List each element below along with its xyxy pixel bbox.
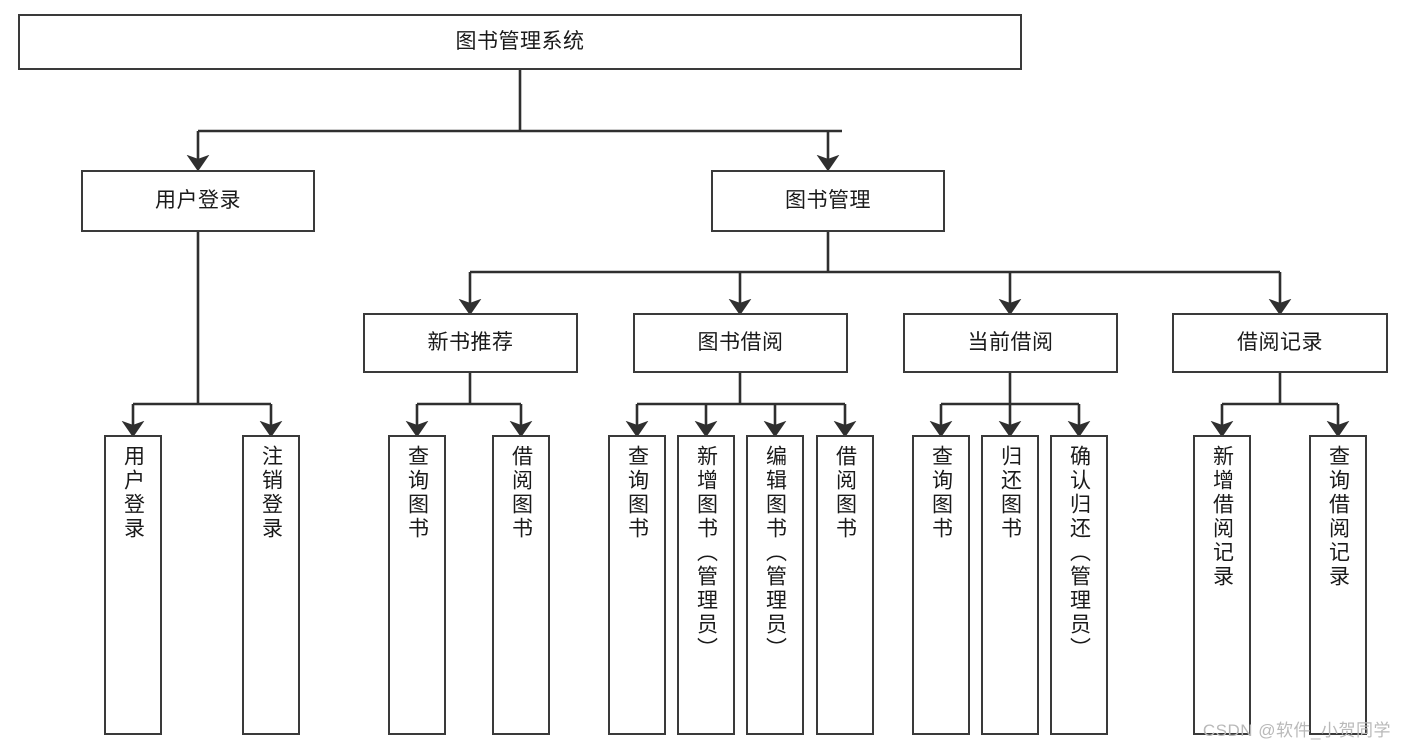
node-leaf-search-books-current[interactable]: 查询图书	[912, 435, 970, 735]
node-label: 借阅图书	[833, 445, 857, 541]
node-label: 新增图书（管理员）	[694, 445, 718, 661]
node-label: 新增借阅记录	[1210, 445, 1234, 589]
node-label: 图书管理	[785, 188, 871, 212]
node-book-management[interactable]: 图书管理	[711, 170, 945, 232]
node-current-borrowing[interactable]: 当前借阅	[903, 313, 1118, 373]
node-leaf-add-borrow-record[interactable]: 新增借阅记录	[1193, 435, 1251, 735]
node-leaf-search-books-new[interactable]: 查询图书	[388, 435, 446, 735]
node-book-borrowing[interactable]: 图书借阅	[633, 313, 848, 373]
node-label: 用户登录	[155, 188, 241, 212]
watermark-text: CSDN @软件_小贺同学	[1202, 721, 1391, 740]
node-label: 新书推荐	[427, 330, 514, 354]
node-label: 查询图书	[929, 445, 953, 541]
node-label: 用户登录	[121, 445, 145, 541]
node-user-login[interactable]: 用户登录	[81, 170, 315, 232]
node-leaf-search-books[interactable]: 查询图书	[608, 435, 666, 735]
node-root-book-management-system[interactable]: 图书管理系统	[18, 14, 1022, 70]
node-label: 借阅记录	[1237, 330, 1323, 354]
node-borrowing-records[interactable]: 借阅记录	[1172, 313, 1388, 373]
node-leaf-edit-book-admin[interactable]: 编辑图书（管理员）	[746, 435, 804, 735]
node-new-book-recommendation[interactable]: 新书推荐	[363, 313, 578, 373]
node-label: 当前借阅	[967, 330, 1054, 354]
node-label: 编辑图书（管理员）	[763, 445, 787, 661]
node-leaf-user-login[interactable]: 用户登录	[104, 435, 162, 735]
node-label: 确认归还（管理员）	[1067, 445, 1091, 661]
node-label: 查询借阅记录	[1326, 445, 1350, 589]
node-label: 图书管理系统	[455, 29, 585, 53]
node-leaf-borrow-books-new[interactable]: 借阅图书	[492, 435, 550, 735]
node-leaf-search-borrow-record[interactable]: 查询借阅记录	[1309, 435, 1367, 735]
node-label: 归还图书	[998, 445, 1022, 541]
node-leaf-logout[interactable]: 注销登录	[242, 435, 300, 735]
node-label: 借阅图书	[509, 445, 533, 541]
node-label: 查询图书	[405, 445, 429, 541]
node-label: 注销登录	[259, 445, 283, 541]
node-leaf-borrow-books[interactable]: 借阅图书	[816, 435, 874, 735]
node-leaf-add-book-admin[interactable]: 新增图书（管理员）	[677, 435, 735, 735]
node-label: 查询图书	[625, 445, 649, 541]
node-leaf-confirm-return-admin[interactable]: 确认归还（管理员）	[1050, 435, 1108, 735]
node-label: 图书借阅	[697, 330, 784, 354]
node-leaf-return-books[interactable]: 归还图书	[981, 435, 1039, 735]
